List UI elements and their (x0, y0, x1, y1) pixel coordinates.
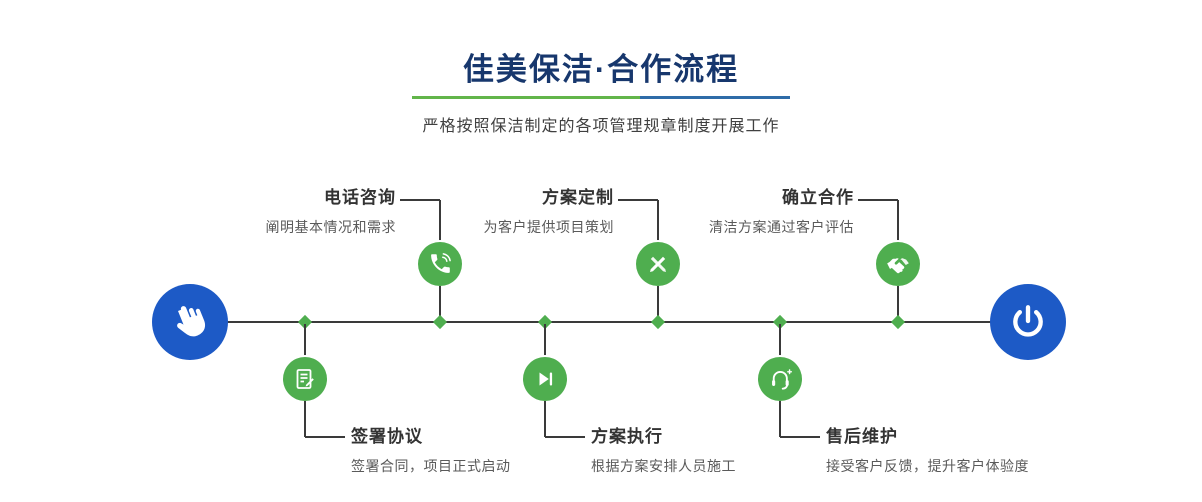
step-desc: 签署合同，项目正式启动 (351, 458, 511, 474)
connector-line (544, 324, 546, 357)
power-icon (1008, 302, 1048, 342)
step-label: 确立合作 清洁方案通过客户评估 (554, 186, 854, 237)
step-icon-node (876, 242, 920, 286)
step-label: 方案定制 为客户提供项目策划 (314, 186, 614, 237)
step-title: 确立合作 (782, 188, 854, 207)
design-pencil-icon (646, 252, 670, 276)
step-icon-node (418, 242, 462, 286)
play-icon (533, 367, 557, 391)
connector-line (779, 401, 781, 437)
hand-pointer-icon (164, 296, 216, 348)
step-icon-node (636, 242, 680, 286)
step-label: 签署协议 签署合同，项目正式启动 (351, 425, 651, 476)
handshake-icon (885, 251, 911, 277)
page-title: 佳美保洁·合作流程 (462, 52, 740, 87)
connector-line (657, 200, 659, 242)
step-title: 售后维护 (826, 427, 898, 446)
divider-blue-segment (640, 96, 790, 99)
step-label: 售后维护 接受客户反馈，提升客户体验度 (826, 425, 1126, 476)
connector-line (304, 401, 306, 437)
step-desc: 清洁方案通过客户评估 (709, 219, 854, 235)
timeline-end-node (990, 284, 1066, 360)
connector-line (544, 401, 546, 437)
step-icon-node (758, 357, 802, 401)
step-desc: 接受客户反馈，提升客户体验度 (826, 458, 1029, 474)
timeline-line (190, 321, 1030, 323)
phone-icon (428, 252, 452, 276)
step-title: 方案执行 (591, 427, 663, 446)
step-label: 方案执行 根据方案安排人员施工 (591, 425, 891, 476)
connector-line (858, 199, 898, 201)
connector-line (304, 324, 306, 357)
step-title: 方案定制 (542, 188, 614, 207)
connector-line (657, 286, 659, 321)
step-title: 签署协议 (351, 427, 423, 446)
step-desc: 根据方案安排人员施工 (591, 458, 736, 474)
headset-icon (768, 367, 793, 392)
timeline-marker (650, 314, 666, 330)
connector-line (439, 286, 441, 321)
divider-green-segment (412, 96, 640, 99)
step-icon-node (523, 357, 567, 401)
page-subtitle: 严格按照保洁制定的各项管理规章制度开展工作 (422, 118, 780, 135)
connector-line (545, 436, 585, 438)
step-desc: 阐明基本情况和需求 (265, 219, 396, 235)
connector-line (618, 199, 658, 201)
connector-line (780, 436, 820, 438)
step-desc: 为客户提供项目策划 (483, 219, 614, 235)
connector-line (400, 199, 440, 201)
connector-line (779, 324, 781, 357)
timeline-start-node (152, 284, 228, 360)
step-label: 电话咨询 阐明基本情况和需求 (96, 186, 396, 237)
timeline-marker (890, 314, 906, 330)
connector-line (897, 286, 899, 321)
connector-line (305, 436, 345, 438)
step-icon-node (283, 357, 327, 401)
connector-line (439, 200, 441, 242)
step-title: 电话咨询 (324, 188, 396, 207)
connector-line (897, 200, 899, 242)
contract-icon (293, 367, 317, 391)
timeline-marker (432, 314, 448, 330)
title-divider (412, 96, 790, 99)
